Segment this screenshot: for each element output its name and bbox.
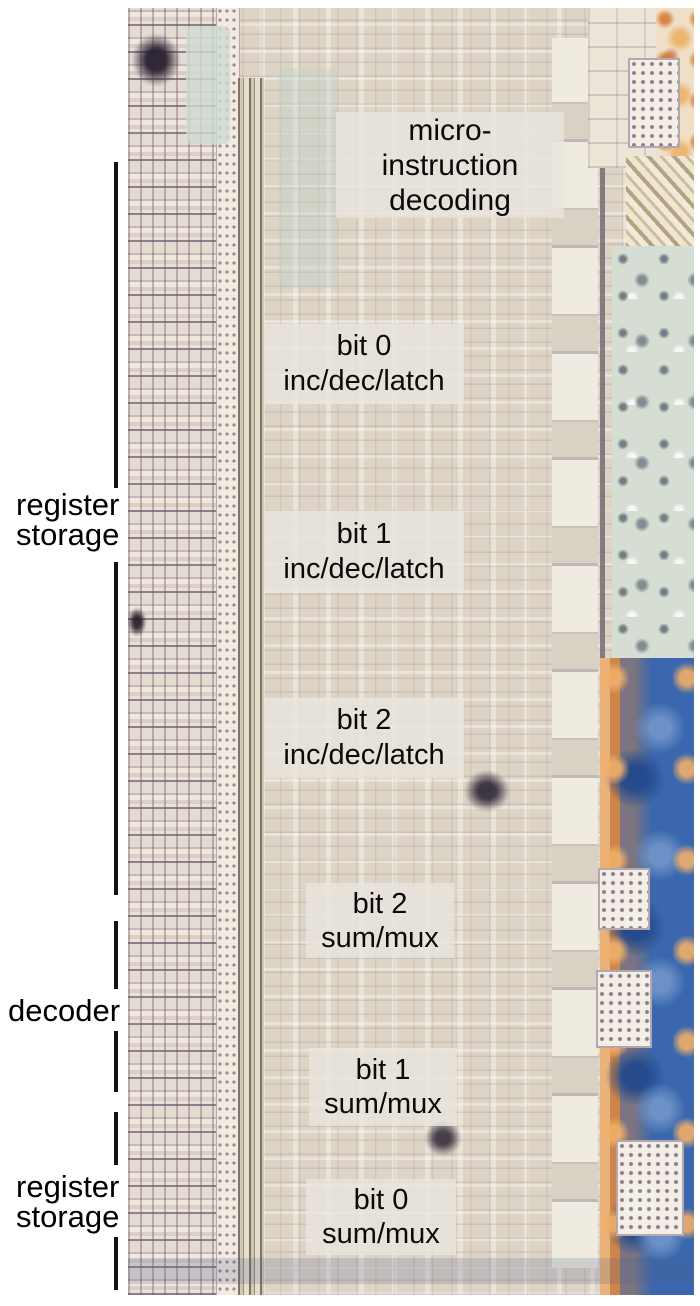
bus-spine-texture: [238, 78, 264, 1295]
label-line: bit 2: [336, 704, 392, 736]
dark-stain: [132, 34, 180, 86]
label-line: sum/mux: [321, 921, 439, 954]
label-line: micro-: [408, 113, 492, 147]
side-label-decoder: decoder: [8, 993, 121, 1028]
label-line: register: [16, 487, 120, 522]
bracket-decoder-upper: [114, 921, 118, 989]
bracket-register-storage-top-upper: [114, 162, 118, 488]
label-bit1-inc-dec-latch: bit 1 inc/dec/latch: [264, 511, 464, 593]
label-line: instruction: [381, 148, 519, 182]
bond-pad: [596, 970, 652, 1048]
pad-column-texture: [552, 38, 598, 1268]
die-edge-mint-region: [612, 246, 694, 666]
bracket-register-storage-bottom-upper: [114, 1112, 118, 1165]
label-line: sum/mux: [324, 1088, 442, 1120]
label-micro-instruction-decoding: micro- instruction decoding: [336, 112, 564, 218]
label-bit2-sum-mux: bit 2 sum/mux: [306, 883, 454, 958]
label-line: bit 0: [353, 1184, 409, 1216]
teal-patch: [186, 26, 230, 144]
label-line: bit 1: [336, 518, 392, 550]
dark-stain: [464, 770, 510, 812]
bottom-shadow-band: [128, 1258, 694, 1284]
label-bit0-inc-dec-latch: bit 0 inc/dec/latch: [264, 324, 464, 404]
die-photo: [128, 8, 694, 1295]
label-line: inc/dec/latch: [283, 739, 445, 771]
side-label-register-storage-top: register storage: [16, 487, 120, 552]
bond-pad: [598, 868, 650, 930]
dark-stain: [128, 608, 146, 636]
via-dot-strip-texture: [216, 8, 240, 1295]
bond-wire-diagonals: [626, 156, 694, 248]
register-cell-column-texture: [128, 8, 216, 1295]
label-line: decoder: [8, 993, 121, 1028]
label-line: decoding: [389, 183, 511, 217]
label-line: register: [16, 1169, 120, 1204]
label-line: inc/dec/latch: [283, 553, 445, 585]
label-line: bit 1: [355, 1054, 411, 1086]
bracket-register-storage-bottom-lower: [114, 1237, 118, 1290]
bond-pad: [628, 58, 680, 148]
label-bit1-sum-mux: bit 1 sum/mux: [309, 1048, 457, 1126]
label-bit2-inc-dec-latch: bit 2 inc/dec/latch: [264, 698, 464, 778]
bracket-register-storage-top-lower: [114, 562, 118, 895]
label-line: sum/mux: [322, 1218, 440, 1250]
bond-pad: [616, 1140, 684, 1236]
label-bit0-sum-mux: bit 0 sum/mux: [306, 1179, 456, 1255]
label-line: storage: [16, 1199, 120, 1234]
label-line: bit 0: [336, 330, 392, 362]
label-line: inc/dec/latch: [283, 365, 445, 397]
teal-patch: [278, 68, 338, 288]
side-label-register-storage-bottom: register storage: [16, 1169, 120, 1234]
label-line: bit 2: [352, 887, 408, 920]
bracket-decoder-lower: [114, 1031, 118, 1092]
dark-stain: [424, 1120, 462, 1156]
label-line: storage: [16, 517, 120, 552]
metal-edge-line: [600, 58, 605, 658]
